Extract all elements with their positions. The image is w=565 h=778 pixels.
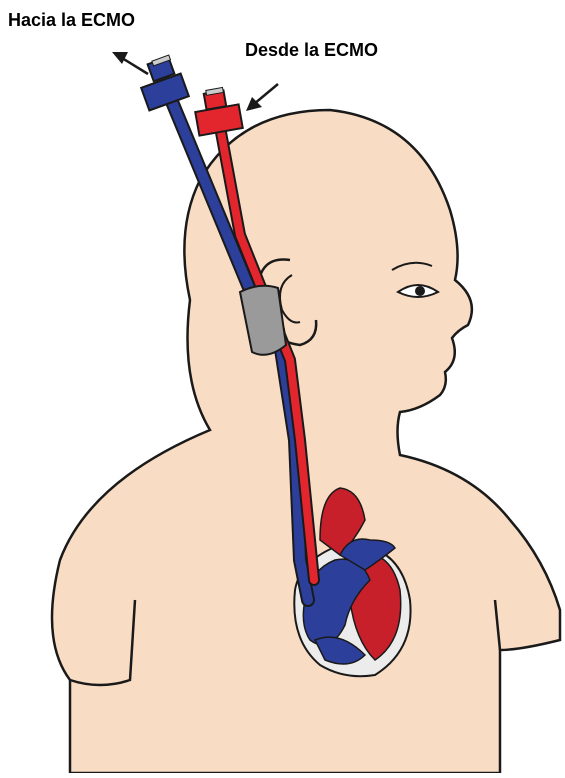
arrow-from-ecmo xyxy=(254,84,278,104)
arterial-connector xyxy=(195,104,242,135)
label-to-ecmo: Hacia la ECMO xyxy=(8,10,135,31)
arrow-to-ecmo xyxy=(122,58,148,74)
pupil xyxy=(415,286,425,296)
venous-connector xyxy=(141,74,189,111)
label-from-ecmo: Desde la ECMO xyxy=(245,40,378,61)
arrow-to-ecmo-head xyxy=(112,52,128,64)
